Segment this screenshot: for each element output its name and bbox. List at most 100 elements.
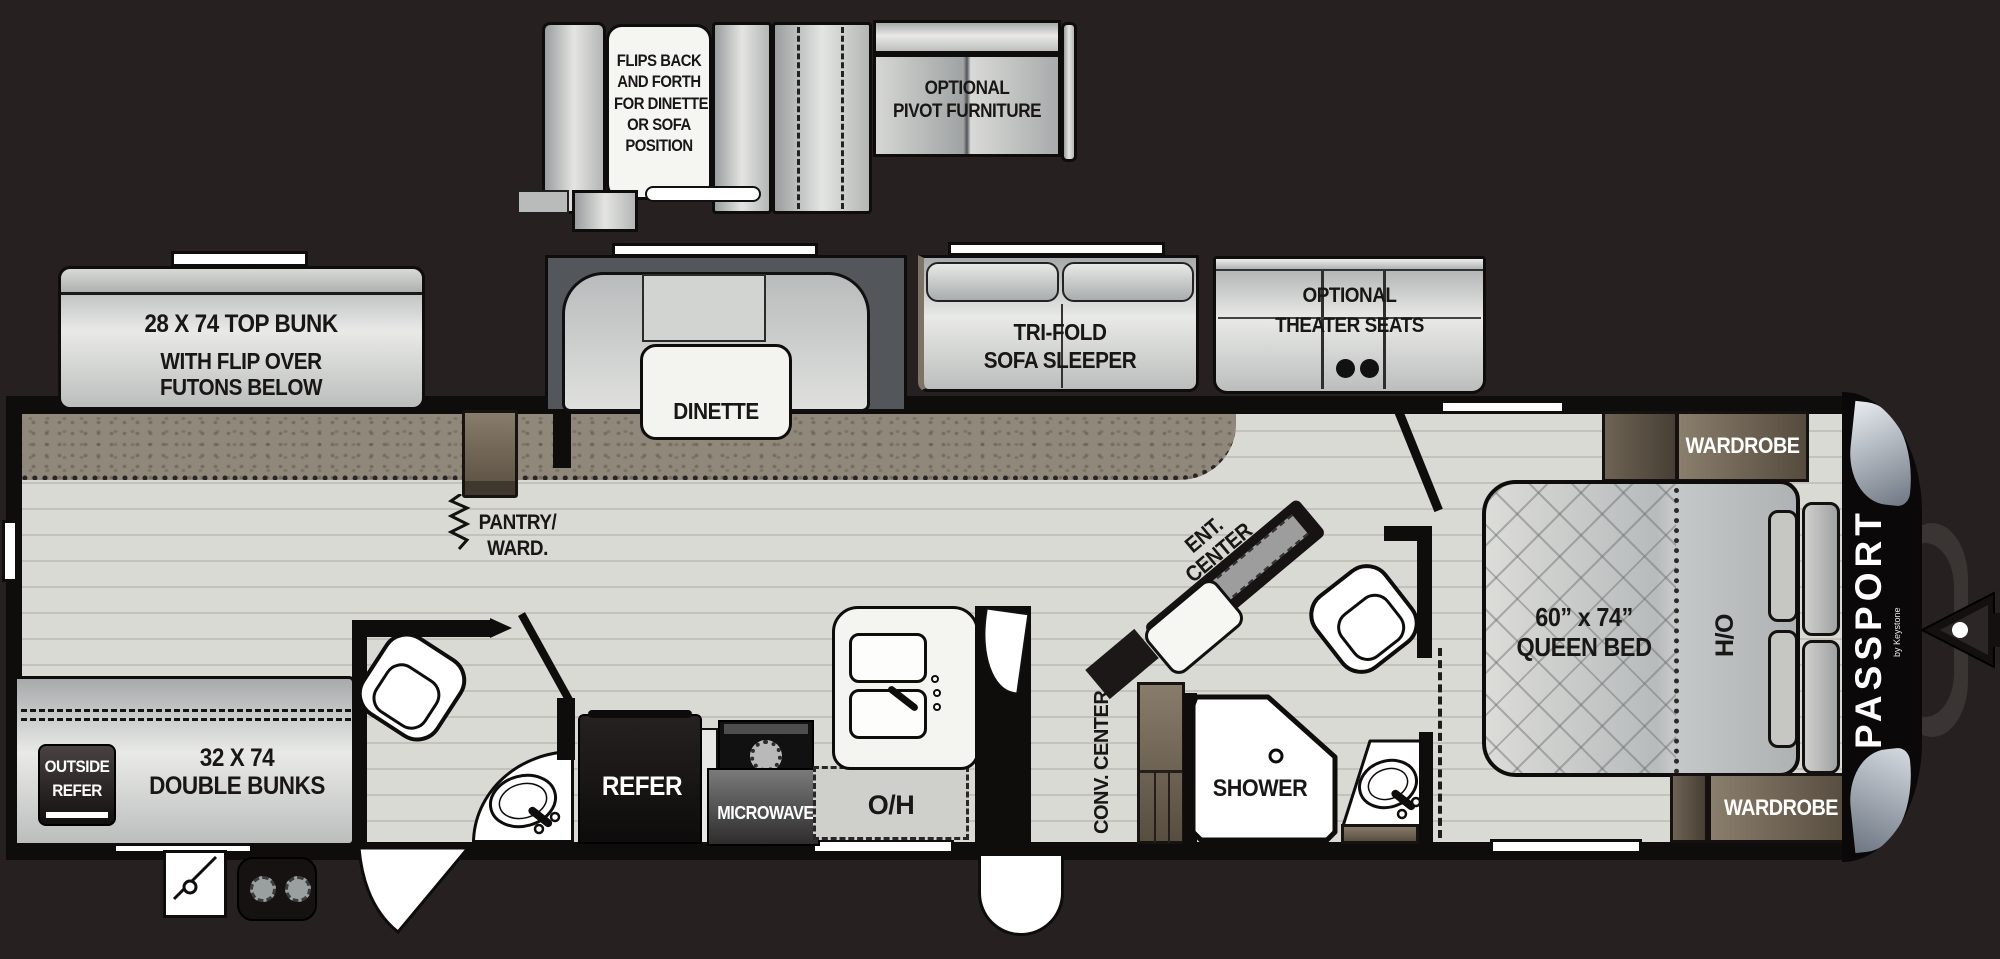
rear-bath-wall-left	[352, 620, 367, 844]
rear-entry-door-swing	[357, 846, 472, 935]
wardrobe-front-side	[1602, 411, 1678, 482]
bunk-stitch-line-1	[21, 709, 351, 712]
sink-knob-2	[933, 689, 941, 697]
flip-sofa-seat	[712, 22, 772, 214]
theater-seat-split	[1218, 317, 1481, 319]
outside-refer-badge: OUTSIDE REFER	[38, 744, 116, 826]
wardrobe-rear: WARDROBE	[1708, 773, 1854, 843]
sofa-back-cushion-left	[926, 262, 1059, 302]
bed-pillow-bottom	[1768, 630, 1796, 748]
bath-wall-vertical-lower	[1419, 732, 1433, 844]
microwave-label: MICROWAVE	[717, 803, 814, 823]
sink-basin-lower	[849, 689, 927, 739]
window-bottom-kitchen	[812, 839, 954, 854]
outside-cooktop	[237, 857, 317, 921]
pivot-furniture: OPTIONAL PIVOT FURNITURE	[873, 54, 1061, 157]
flip-sofa-slide-floor	[772, 22, 872, 214]
sink-basin-upper	[849, 633, 927, 683]
trifold-label-line1: TRI-FOLD	[1013, 319, 1107, 345]
conv-cabinet-line1	[1154, 773, 1156, 843]
theater-label-line1: OPTIONAL	[1302, 284, 1397, 307]
refrigerator-label: REFER	[601, 771, 683, 801]
window-dinette-slide	[612, 243, 818, 257]
wall-top	[10, 396, 1855, 414]
bed-label-line2: QUEEN BED	[1516, 632, 1652, 662]
bed-label-line1: 60” x 74”	[1535, 602, 1633, 632]
double-bunks-label-line1: 32 X 74	[199, 744, 275, 772]
wardrobe-front-label: WARDROBE	[1685, 433, 1800, 458]
theater-top-band	[1216, 259, 1483, 271]
stove	[718, 720, 814, 772]
bunk-label-line3: FUTONS BELOW	[159, 374, 323, 400]
theater-seats: OPTIONAL THEATER SEATS	[1213, 256, 1486, 394]
top-bunk-slide: 28 X 74 TOP BUNK WITH FLIP OVER FUTONS B…	[58, 266, 425, 410]
rear-bath-wall-end	[490, 618, 512, 638]
bed-pillow-top	[1768, 510, 1796, 622]
shower	[1190, 694, 1338, 843]
flip-sofa-label-line2: AND FORTH	[617, 73, 701, 92]
dinette-table: DINETTE	[640, 344, 792, 440]
front-bath-sink	[1341, 739, 1423, 828]
headboard-cushion-bottom	[1802, 640, 1840, 774]
outside-griddle	[163, 850, 227, 918]
living-area-carpet	[14, 406, 1236, 480]
bunk-label-line2: WITH FLIP OVER	[160, 348, 322, 374]
double-bunks-label-line2: DOUBLE BUNKS	[149, 772, 325, 800]
outside-griddle-detail	[172, 855, 218, 901]
bunk-back-cushion	[61, 269, 422, 295]
rear-bath-sink-basin	[488, 773, 561, 835]
theater-divider-left	[1321, 271, 1324, 389]
flip-sofa-dash-2	[841, 27, 844, 209]
brand-byline: by Keystone	[1892, 607, 1902, 657]
sofa-seat-divider	[1061, 304, 1063, 388]
queen-bed: 60” x 74” QUEEN BED H/O	[1482, 480, 1800, 777]
outside-burner-left	[250, 876, 276, 902]
rear-bath-wall-top	[352, 620, 492, 637]
pantry-label-line2: WARD.	[487, 537, 548, 560]
flip-sofa-label-line5: POSITION	[625, 137, 693, 156]
refrigerator: REFER	[578, 710, 702, 844]
slide-indicator-left	[420, 402, 438, 414]
front-cap: PASSPORT by Keystone	[1842, 392, 1922, 862]
shower-label: SHOWER	[1212, 775, 1308, 802]
theater-cupholder-left	[1336, 359, 1355, 378]
theater-label-line2: THEATER SEATS	[1275, 314, 1424, 337]
conv-cabinet-line2	[1168, 773, 1170, 843]
bunk-stitch-line-2	[21, 718, 351, 721]
flip-sofa-label-line1: FLIPS BACK	[616, 52, 702, 70]
window-bunk-slide	[171, 251, 308, 267]
pivot-label-line2: PIVOT FURNITURE	[892, 100, 1042, 122]
flip-sofa-armrest-small	[517, 190, 569, 214]
overhead-label: O/H	[867, 790, 915, 820]
outside-burner-right	[285, 876, 311, 902]
trifold-sofa: TRI-FOLD SOFA SLEEPER	[918, 255, 1199, 392]
window-rear-wall	[2, 520, 18, 582]
rear-bath-sink-counter	[472, 750, 574, 843]
pivot-label-line1: OPTIONAL	[924, 78, 1010, 99]
overhead-cabinet: O/H	[813, 766, 969, 840]
pantry-cabinet	[462, 410, 518, 498]
stove-top-lip	[724, 724, 808, 734]
flip-sofa-label-line3: FOR DINETTE	[614, 94, 709, 113]
theater-cupholder-right	[1360, 359, 1379, 378]
headboard-cushion-top	[1802, 502, 1840, 636]
pantry-cabinet-lip	[465, 481, 515, 495]
wardrobe-rear-side	[1670, 773, 1708, 843]
sink-knob-3	[933, 703, 941, 711]
pivot-furniture-back	[873, 20, 1061, 54]
flip-sofa-back	[542, 22, 606, 214]
bath-pocket-door-dashed	[1438, 648, 1442, 838]
flip-sofa-callout: FLIPS BACK AND FORTH FOR DINETTE OR SOFA…	[606, 24, 712, 200]
pantry-label-line1: PANTRY/	[478, 511, 557, 534]
conv-cabinet-divider	[1140, 770, 1182, 773]
outside-refer-door-line	[46, 812, 108, 818]
conv-center-label: CONV. CENTER	[1091, 690, 1113, 834]
slide-indicator-right	[526, 402, 544, 414]
outside-refer-label-line1: OUTSIDE	[44, 757, 110, 776]
sink-knob-1	[931, 675, 939, 683]
refrigerator-top-lip	[588, 710, 692, 718]
window-bedroom-top	[1440, 400, 1565, 414]
entry-door-outer-swing	[978, 856, 1064, 936]
wardrobe-rear-label: WARDROBE	[1723, 795, 1839, 820]
